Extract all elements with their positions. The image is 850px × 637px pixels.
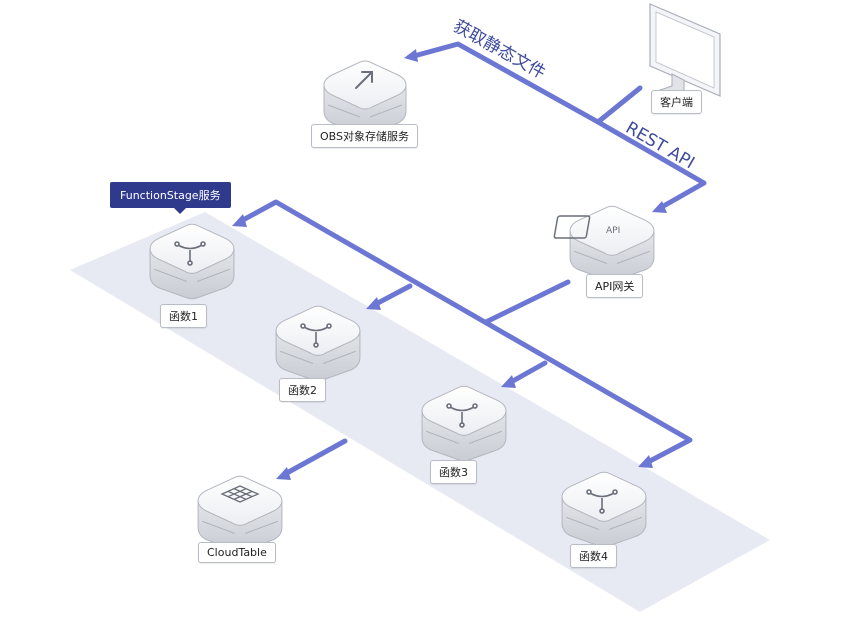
arrowhead-fn3: [501, 375, 516, 388]
connector-apigw-functions: [483, 279, 571, 325]
arrowhead-fn4: [638, 455, 653, 468]
label-client: 客户端: [651, 90, 702, 114]
label-cloudtable: CloudTable: [198, 542, 276, 563]
label-fn2: 函数2: [279, 378, 326, 402]
function-branch-icon: [586, 489, 618, 514]
connector-client-apigw: [595, 119, 707, 211]
api-chip-icon: API: [553, 215, 620, 239]
apigw-node: API: [553, 205, 655, 282]
connector-bus-fn2: [373, 283, 413, 307]
connector-bus-fn3: [508, 360, 548, 385]
fn4-node: [561, 471, 647, 548]
function-branch-icon: [446, 403, 478, 428]
arrowhead-cloudtable: [276, 467, 291, 480]
arrowhead-obs: [404, 49, 418, 62]
client-monitor: [649, 3, 721, 98]
function-branch-icon: [300, 323, 332, 348]
cloudtable-node: [197, 475, 283, 552]
label-fn3: 函数3: [430, 460, 477, 484]
label-apigw: API网关: [586, 274, 644, 298]
connector-main-bus: [240, 199, 693, 465]
arrowhead-fn2: [366, 297, 381, 310]
label-fn4: 函数4: [570, 544, 617, 568]
grid-table-icon: [220, 485, 260, 503]
svg-text:API: API: [606, 226, 620, 236]
connectors: [240, 41, 707, 477]
upload-arrow-icon: [355, 71, 373, 89]
arrowheads: [232, 49, 667, 480]
fn1-node: [149, 223, 235, 300]
connector-client-obs: [411, 41, 643, 125]
label-functionstage: FunctionStage服务: [110, 182, 231, 214]
obs-node: [323, 60, 407, 135]
label-fn1: 函数1: [160, 304, 207, 328]
function-branch-icon: [174, 241, 206, 266]
fn3-node: [421, 385, 507, 462]
arrowhead-apigw: [652, 201, 667, 213]
fn2-node: [275, 305, 361, 382]
label-obs: OBS对象存储服务: [311, 124, 418, 148]
connector-fn-cloudtable: [282, 438, 348, 477]
arrowhead-fn1: [232, 214, 247, 227]
